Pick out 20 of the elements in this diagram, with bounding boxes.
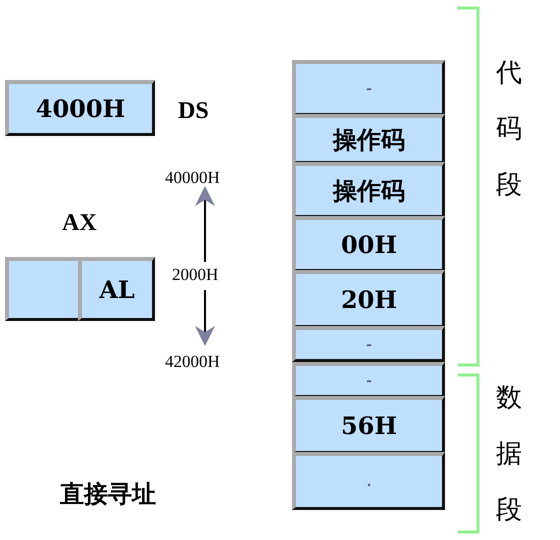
register-box: AL	[78, 257, 155, 321]
address-label: 2000H	[172, 265, 218, 285]
register-box: 4000H	[5, 80, 155, 136]
memory-cell: 00H	[292, 216, 445, 272]
memory-cell: 操作码	[292, 162, 445, 218]
memory-cell: .	[292, 452, 445, 510]
memory-cell: -	[292, 60, 445, 116]
memory-cell: 56H	[292, 396, 445, 454]
title: 直接寻址	[60, 479, 156, 510]
segment-label: 数据段	[496, 382, 523, 527]
memory-cell: -	[292, 326, 445, 362]
register-name: AX	[62, 210, 97, 237]
address-label: 40000H	[165, 168, 220, 188]
register-box	[5, 257, 80, 321]
memory-cell: 操作码	[292, 114, 445, 164]
segment-label: 代码段	[496, 57, 523, 202]
memory-cell: -	[292, 362, 445, 398]
address-label: 42000H	[165, 352, 220, 372]
memory-cell: 20H	[292, 270, 445, 328]
register-name: DS	[178, 98, 209, 125]
